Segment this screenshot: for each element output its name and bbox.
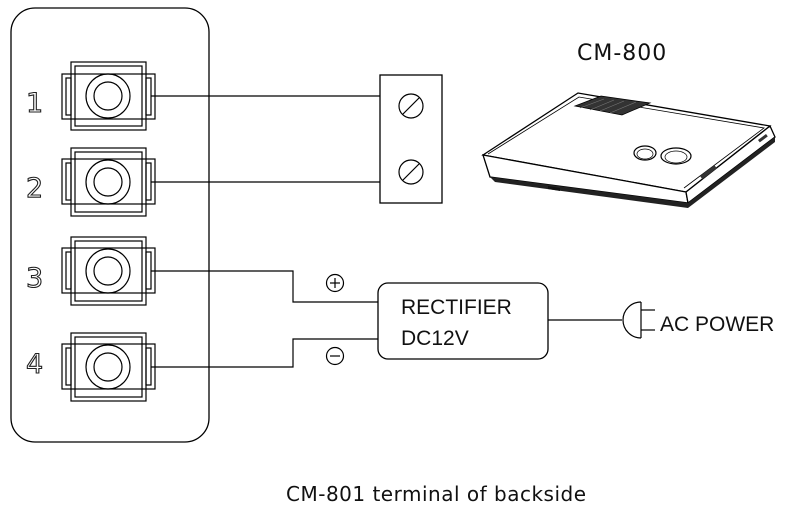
diagram-caption: CM-801 terminal of backside — [286, 482, 587, 506]
terminal-number: 1 — [26, 88, 43, 119]
rectifier-label: RECTIFIER — [401, 296, 512, 319]
wire-negative — [151, 338, 378, 368]
ac-plug-icon — [622, 301, 655, 339]
screw-icon — [398, 93, 424, 119]
device-model-label: CM-800 — [577, 41, 667, 66]
negative-symbol — [325, 346, 345, 366]
terminal-2: 2 — [25, 147, 156, 217]
terminal-3: 3 — [25, 236, 156, 306]
terminal-number: 2 — [26, 173, 43, 204]
terminal-1: 1 — [25, 61, 156, 131]
terminal-board — [10, 7, 210, 443]
ac-power-label: AC POWER — [660, 313, 774, 336]
screw-icon — [398, 159, 424, 185]
wire-positive — [151, 270, 378, 303]
rectifier-voltage: DC12V — [401, 327, 469, 350]
intercom-device-illustration — [481, 92, 776, 208]
rectifier-box: RECTIFIER DC12V — [377, 282, 549, 360]
terminal-number: 4 — [26, 349, 43, 380]
screw-connector-block — [379, 74, 443, 204]
terminal-number: 3 — [26, 263, 43, 294]
positive-symbol — [325, 273, 345, 293]
